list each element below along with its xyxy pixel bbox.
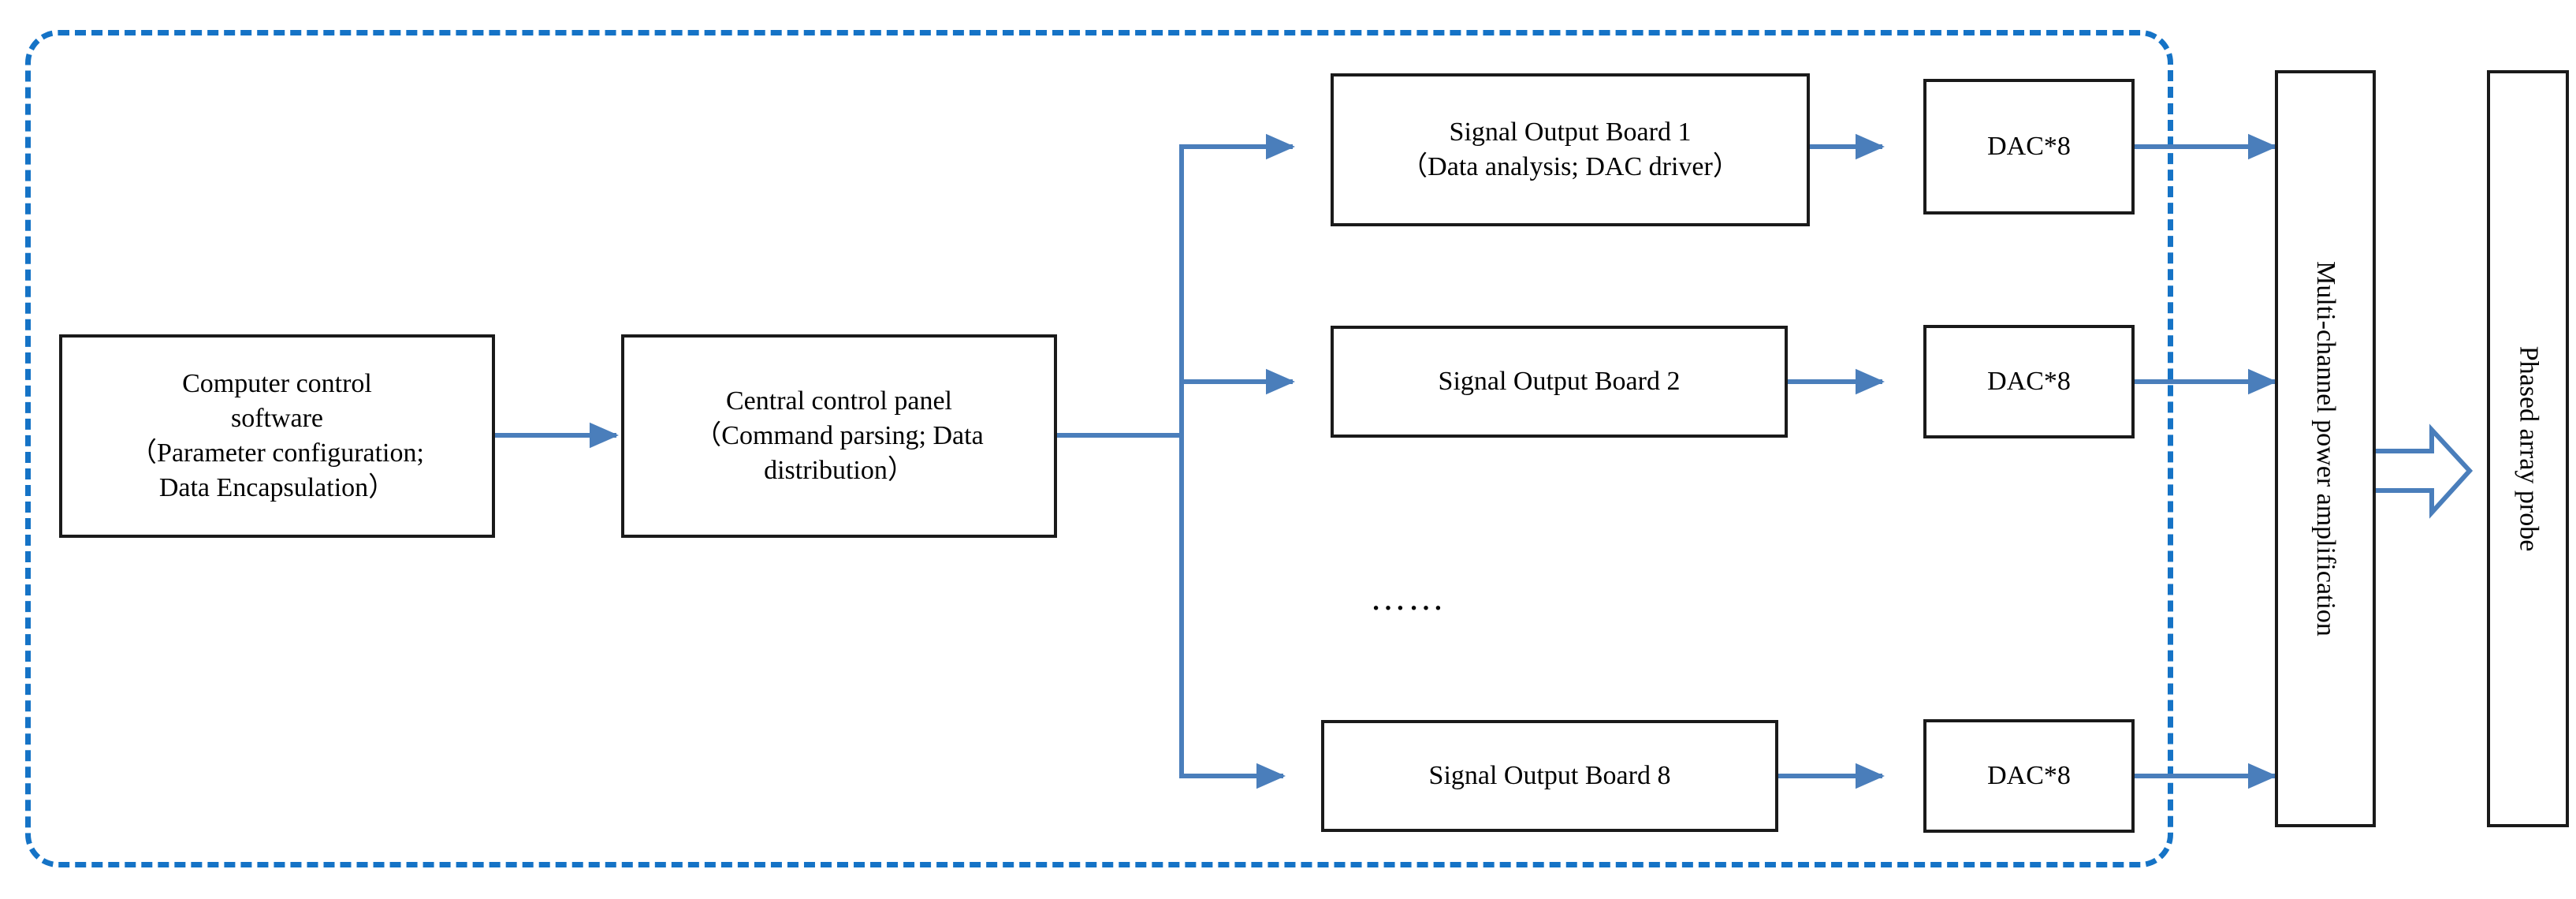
node-central-control-panel[interactable]: Central control panel（Command parsing; D… bbox=[621, 334, 1057, 538]
node-dac-2[interactable]: DAC*8 bbox=[1923, 325, 2135, 438]
hollow-block-arrow-amp-to-probe bbox=[2360, 423, 2474, 519]
node-phased-array-probe-label: Phased array probe bbox=[2514, 345, 2543, 552]
node-dac-2-label: DAC*8 bbox=[1987, 366, 2071, 396]
node-central-control-panel-label: Central control panel（Command parsing; D… bbox=[694, 386, 984, 486]
node-dac-1-label: DAC*8 bbox=[1987, 131, 2071, 161]
node-signal-output-board-1-label: Signal Output Board 1（Data analysis; DAC… bbox=[1401, 117, 1740, 181]
node-multi-channel-power-amplification[interactable]: Multi-channel power amplification bbox=[2275, 70, 2376, 827]
dashed-system-boundary bbox=[25, 30, 2173, 867]
node-dac-8[interactable]: DAC*8 bbox=[1923, 719, 2135, 833]
node-phased-array-probe[interactable]: Phased array probe bbox=[2487, 70, 2569, 827]
node-multi-channel-power-amplification-label: Multi-channel power amplification bbox=[2311, 261, 2341, 636]
node-dac-1[interactable]: DAC*8 bbox=[1923, 79, 2135, 214]
node-dac-8-label: DAC*8 bbox=[1987, 760, 2071, 790]
node-signal-output-board-8[interactable]: Signal Output Board 8 bbox=[1321, 720, 1778, 832]
node-signal-output-board-2[interactable]: Signal Output Board 2 bbox=[1331, 326, 1788, 438]
node-signal-output-board-2-label: Signal Output Board 2 bbox=[1438, 366, 1681, 396]
node-signal-output-board-1[interactable]: Signal Output Board 1（Data analysis; DAC… bbox=[1331, 73, 1810, 226]
node-signal-output-board-8-label: Signal Output Board 8 bbox=[1428, 760, 1671, 790]
ellipsis-omitted-boards: …… bbox=[1370, 577, 1446, 617]
